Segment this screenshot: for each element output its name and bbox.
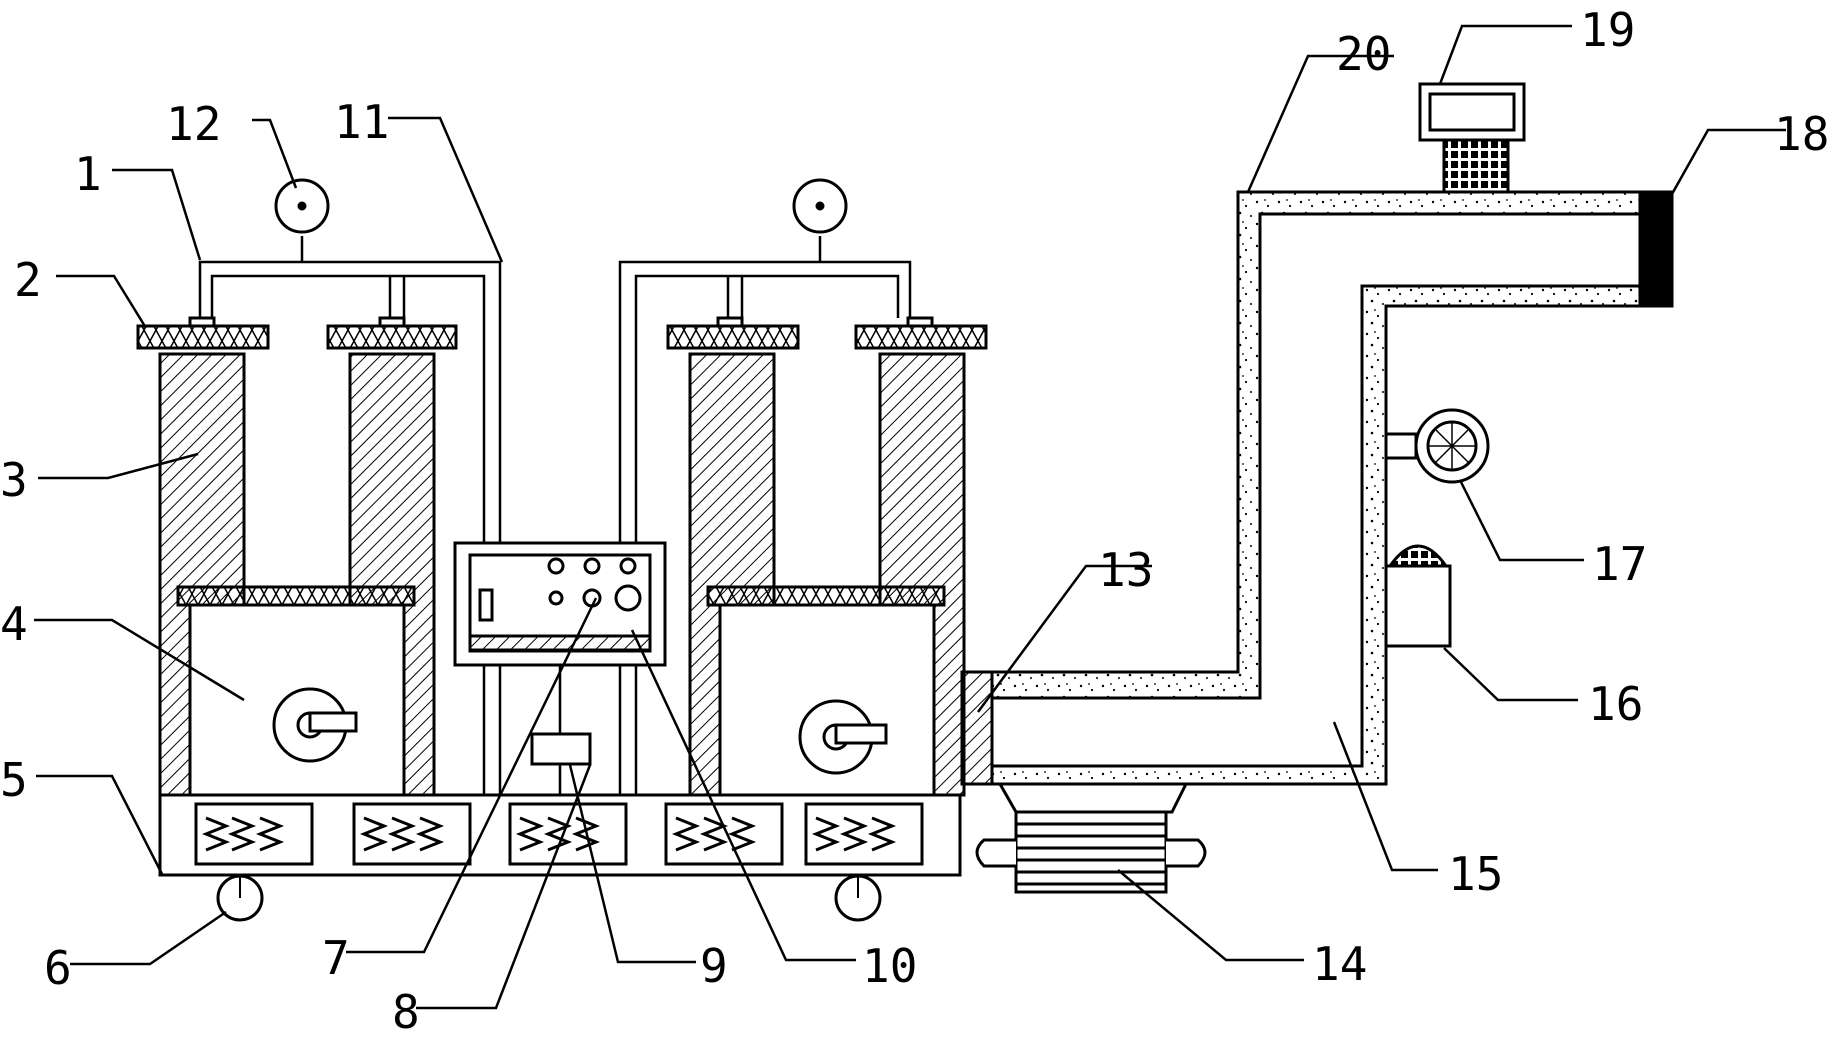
control-panel [453,541,667,795]
label-2: 2 [14,253,42,307]
right-motor-shaft [834,723,888,745]
label-15: 15 [1448,847,1503,901]
left-cap-2 [326,324,458,350]
base-frame [158,793,962,922]
label-12: 12 [166,97,221,151]
label-3: 3 [0,453,28,507]
left-pressure-gauge-icon [274,178,330,234]
left-motor-shaft [308,711,358,733]
right-pipe-outer [618,260,912,795]
left-tank-group [136,316,458,797]
panel-knob-3 [619,557,637,575]
label-17: 17 [1592,537,1647,591]
right-shelf [706,585,946,607]
sprayer-icon [1384,544,1452,648]
insulated-duct [990,190,1674,786]
label-5: 5 [0,753,28,807]
left-motor-box [188,603,406,797]
right-cap-nozzle-1 [716,316,744,328]
panel-knob-4 [548,590,564,606]
left-shelf [176,585,416,607]
right-tank-group [666,316,988,797]
label-8: 8 [392,985,420,1039]
right-motor-box [718,603,936,797]
panel-block [530,732,592,766]
label-20: 20 [1336,27,1391,81]
right-cap-nozzle-2 [906,316,934,328]
leader-lines [34,24,1786,1010]
label-7: 7 [322,931,350,985]
left-cap-1 [136,324,270,350]
control-panel-switch [478,588,494,622]
right-cap-1 [666,324,800,350]
label-14: 14 [1312,937,1367,991]
left-pipe-inner [210,274,486,795]
spring-units [194,802,924,866]
filter-connector [960,670,994,786]
label-4: 4 [0,597,28,651]
label-18: 18 [1774,107,1829,161]
label-16: 16 [1588,677,1643,731]
right-cap-2 [854,324,988,350]
end-cap [1638,190,1674,308]
label-13: 13 [1098,543,1153,597]
right-pressure-gauge-icon [792,178,848,234]
right-pipe-inner [634,274,900,795]
label-9: 9 [700,939,728,993]
left-cap-nozzle-1 [188,316,216,328]
label-11: 11 [334,95,389,149]
heater-unit [975,783,1207,894]
label-10: 10 [862,939,917,993]
label-6: 6 [44,941,72,995]
left-pipe-outer [198,260,502,795]
callout-labels: 1 2 3 4 5 6 7 8 9 10 11 12 13 14 15 16 1… [0,3,1829,1039]
top-pipes [198,236,912,795]
fan-icon [1384,408,1490,484]
panel-knob-1 [547,557,565,575]
controller-display [1418,82,1526,194]
panel-knob-2 [583,557,601,575]
left-cap-nozzle-2 [378,316,406,328]
label-1: 1 [74,147,102,201]
label-19: 19 [1580,3,1635,57]
base-plate [158,793,962,877]
panel-dial [614,584,642,612]
panel-display-strip [468,634,652,652]
